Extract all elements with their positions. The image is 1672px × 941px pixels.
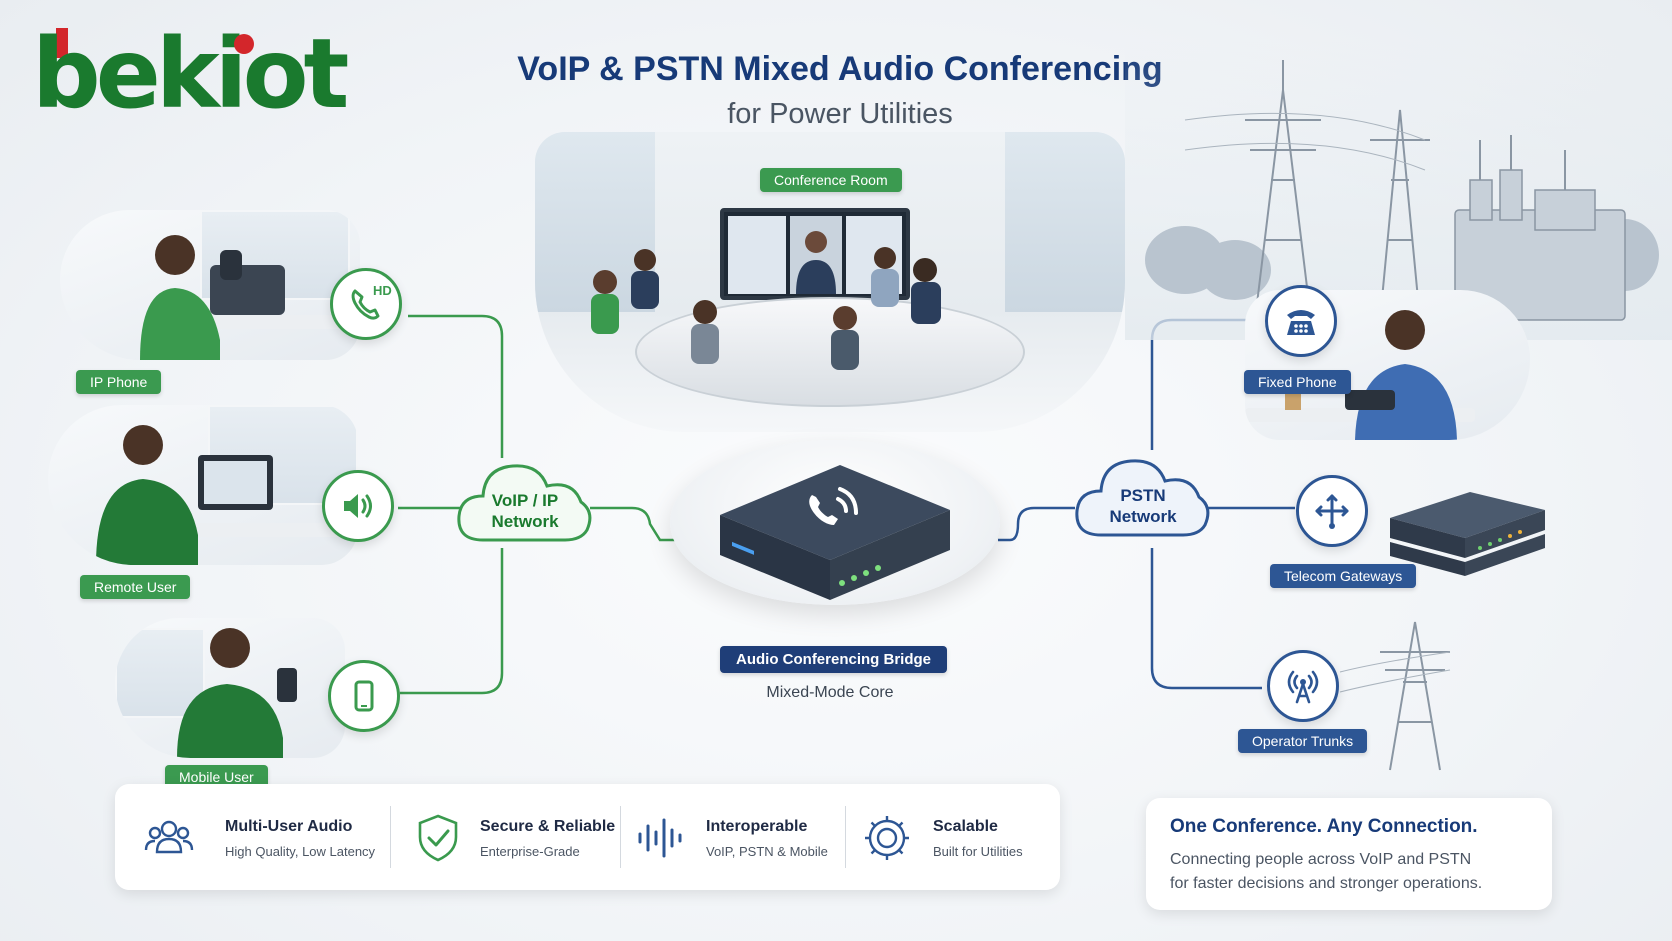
meeting-participants-illustration	[591, 247, 941, 370]
feature-divider	[845, 806, 846, 868]
fixed-phone-label: Fixed Phone	[1244, 370, 1351, 394]
core-label: Audio Conferencing Bridge	[720, 646, 947, 673]
logo-red-mark	[56, 28, 68, 58]
cloud-shape	[457, 464, 592, 542]
line-mobile-user	[400, 548, 504, 695]
hd-phone-icon	[351, 289, 380, 320]
network-arrows-button[interactable]	[1296, 475, 1368, 547]
tagline-panel: One Conference. Any Connection. Connecti…	[1146, 798, 1552, 910]
rotary-phone-icon	[1287, 310, 1315, 335]
speaker-icon	[344, 494, 372, 518]
feature-subtitle: Built for Utilities	[933, 844, 1023, 859]
voip-cloud-line-2: Network	[491, 512, 559, 531]
ip-phone-label: IP Phone	[76, 370, 162, 394]
transmission-towers-illustration	[1145, 60, 1659, 321]
shield-check-icon	[418, 814, 458, 862]
brand-logo: bekiot	[30, 24, 349, 124]
office-window	[115, 628, 205, 718]
phone-waves-icon	[809, 487, 858, 525]
operator-trunk-tower	[1339, 621, 1451, 771]
users-icon	[144, 820, 194, 854]
rotary-phone-button[interactable]	[1265, 285, 1337, 357]
logo-red-dot	[234, 34, 254, 54]
hd-phone-button[interactable]: HD	[330, 268, 402, 340]
feature-secure-reliable: Secure & Reliable Enterprise-Grade	[390, 784, 620, 890]
antenna-button[interactable]	[1267, 650, 1339, 722]
speaker-button[interactable]	[322, 470, 394, 542]
conference-room-label: Conference Room	[760, 168, 902, 192]
feature-scalable: Scalable Built for Utilities	[845, 784, 1060, 890]
feature-title: Multi-User Audio	[225, 818, 353, 835]
hd-badge: HD	[373, 283, 392, 298]
feature-subtitle: High Quality, Low Latency	[225, 844, 376, 859]
cloud-shape	[1075, 459, 1210, 537]
pstn-cloud-line-2: Network	[1109, 507, 1177, 526]
mobile-user-scene	[115, 618, 345, 758]
remote-user-illustration	[96, 425, 273, 565]
feature-interoperable: Interoperable VoIP, PSTN & Mobile	[620, 784, 845, 890]
telecom-gateway-devices	[1390, 492, 1545, 576]
page-subtitle: for Power Utilities	[727, 98, 953, 130]
feature-subtitle: VoIP, PSTN & Mobile	[706, 844, 828, 859]
mobile-user-illustration	[177, 628, 297, 758]
tagline-title: One Conference. Any Connection.	[1170, 816, 1478, 837]
pstn-network-cloud: PSTN Network	[1073, 445, 1213, 545]
conferencing-bridge-device	[720, 465, 950, 600]
remote-user-label: Remote User	[80, 575, 191, 599]
tagline-line-2: for faster decisions and stronger operat…	[1170, 875, 1483, 892]
line-core-to-pstn	[998, 506, 1075, 542]
logo-text: bekiot	[32, 18, 349, 130]
ip-phone-user-illustration	[140, 235, 285, 360]
feature-divider	[620, 806, 621, 868]
mobile-phone-icon	[354, 680, 374, 712]
remote-user-scene	[48, 405, 358, 565]
sound-wave-icon	[638, 818, 682, 858]
tagline-line-1: Connecting people across VoIP and PSTN	[1170, 851, 1472, 868]
voip-cloud-line-1: VoIP / IP	[491, 491, 559, 510]
core-sublabel: Mixed-Mode Core	[766, 684, 894, 701]
video-presenter-panel	[790, 216, 842, 294]
office-desk	[180, 315, 360, 329]
feature-subtitle: Enterprise-Grade	[480, 844, 580, 859]
mobile-phone-button[interactable]	[328, 660, 400, 732]
pstn-cloud-line-1: PSTN	[1120, 486, 1166, 505]
network-arrows-icon	[1315, 494, 1349, 529]
voip-ip-network-cloud: VoIP / IP Network	[455, 450, 595, 550]
line-ip-phone	[408, 314, 504, 458]
features-panel: Multi-User Audio High Quality, Low Laten…	[115, 784, 1060, 890]
telecom-gateways-label: Telecom Gateways	[1270, 564, 1417, 588]
feature-title: Secure & Reliable	[480, 818, 616, 835]
page-title: VoIP & PSTN Mixed Audio Conferencing	[517, 50, 1163, 88]
antenna-icon	[1287, 670, 1319, 704]
room-window-right	[1005, 132, 1125, 312]
line-operator-trunks	[1150, 548, 1262, 690]
audio-waveform-panel-left	[728, 216, 786, 294]
feature-multi-user-audio: Multi-User Audio High Quality, Low Laten…	[115, 784, 390, 890]
gear-icon	[865, 816, 909, 860]
line-voip-to-core	[590, 506, 680, 542]
feature-title: Interoperable	[706, 818, 808, 835]
operator-trunks-label: Operator Trunks	[1238, 729, 1368, 753]
ip-phone-scene	[60, 210, 360, 360]
feature-divider	[390, 806, 391, 868]
feature-title: Scalable	[933, 818, 998, 835]
